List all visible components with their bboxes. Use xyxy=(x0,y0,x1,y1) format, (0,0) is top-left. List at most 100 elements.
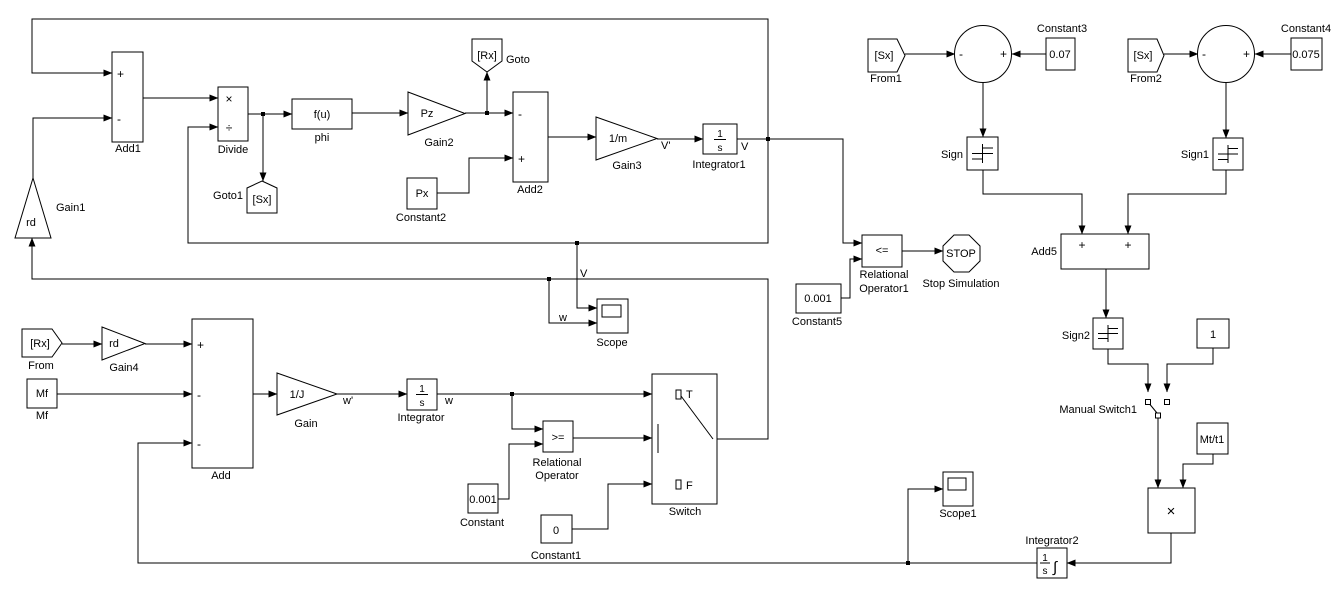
block-gain2[interactable]: Pz Gain2 xyxy=(407,91,467,149)
block-integrator[interactable]: 1 s Integrator xyxy=(397,378,445,424)
gain1-triangle xyxy=(14,176,52,239)
from2-tag-text: [Sx] xyxy=(1134,50,1153,62)
constant1-label: Constant1 xyxy=(531,550,581,562)
block-gain[interactable]: 1/J Gain xyxy=(276,372,339,430)
relop-label-line2: Operator xyxy=(535,470,579,482)
junction-dots xyxy=(261,111,910,565)
from1-label: From1 xyxy=(870,73,902,85)
add5-body xyxy=(1060,233,1150,270)
block-sum-a[interactable]: - + xyxy=(954,25,1012,83)
signal-label-v: V xyxy=(741,141,749,153)
integrator1-label: Integrator1 xyxy=(692,159,745,171)
block-gain4[interactable]: rd Gain4 xyxy=(101,326,147,374)
divide-symbol-divide: ÷ xyxy=(226,121,233,135)
wire-sign2-to-switch xyxy=(1107,349,1152,393)
relop-label-line1: Relational xyxy=(533,457,582,469)
add1-sign-bottom: - xyxy=(117,112,121,126)
constant5-value: 0.001 xyxy=(804,293,832,305)
sum-b-circle xyxy=(1197,25,1255,83)
block-relational-operator1[interactable]: <= Relational Operator1 xyxy=(859,234,909,295)
block-sign[interactable]: Sign xyxy=(941,136,999,171)
integrator1-numerator: 1 xyxy=(717,129,723,140)
block-constant1[interactable]: 0 Constant1 xyxy=(531,514,581,562)
goto1-tag-shape xyxy=(246,180,278,214)
block-gain1[interactable]: rd Gain1 xyxy=(14,176,85,239)
block-add5[interactable]: + + Add5 xyxy=(1031,233,1150,270)
sum-b-sign-left: - xyxy=(1202,47,1206,61)
integrator2-integral-icon: ∫ xyxy=(1052,559,1059,576)
wire-branch-to-scope1 xyxy=(907,485,944,563)
wire-one-to-switch xyxy=(1163,348,1214,393)
block-phi[interactable]: f(u) phi xyxy=(291,98,353,144)
wire-w-to-relop xyxy=(511,394,544,433)
block-constant4[interactable]: 0.075 Constant4 xyxy=(1281,23,1331,71)
block-product[interactable]: × xyxy=(1147,487,1196,534)
block-integrator1[interactable]: 1 s Integrator1 xyxy=(692,123,746,171)
divide-symbol-multiply: × xyxy=(225,92,232,106)
sign2-icon xyxy=(1098,325,1118,342)
block-goto1[interactable]: [Sx] Goto1 xyxy=(213,180,278,214)
block-switch[interactable]: T F Switch xyxy=(651,373,718,518)
wire-constant1-to-switch-f xyxy=(572,480,653,530)
wire-switch-to-gain1 xyxy=(28,237,769,440)
block-constant-one[interactable]: 1 xyxy=(1196,318,1230,349)
block-scope[interactable]: Scope xyxy=(596,298,629,349)
from2-label: From2 xyxy=(1130,73,1162,85)
gain2-label: Gain2 xyxy=(424,137,453,149)
relop1-operator: <= xyxy=(876,245,889,257)
block-from[interactable]: [Rx] From xyxy=(21,328,63,372)
constant1-value: 0 xyxy=(553,525,559,537)
signal-label-w-scope: w xyxy=(558,312,567,324)
block-scope1[interactable]: Scope1 xyxy=(939,471,977,520)
constant4-body xyxy=(1290,37,1323,71)
add1-label: Add1 xyxy=(115,143,141,155)
block-mf[interactable]: Mf Mf xyxy=(26,378,58,422)
block-from2[interactable]: [Sx] From2 xyxy=(1127,38,1165,85)
block-manual-switch1[interactable]: Manual Switch1 xyxy=(1059,399,1170,419)
block-sign2[interactable]: Sign2 xyxy=(1062,317,1124,350)
integrator2-denominator: s xyxy=(1043,566,1048,577)
block-sum-b[interactable]: - + xyxy=(1197,25,1255,83)
integrator-label: Integrator xyxy=(397,412,444,424)
block-divide[interactable]: × ÷ Divide xyxy=(217,86,249,156)
block-add2[interactable]: - + Add2 xyxy=(512,91,549,196)
product-symbol: × xyxy=(1167,503,1176,520)
block-mt-t1[interactable]: Mt/t1 xyxy=(1196,422,1229,455)
add-sign-3: - xyxy=(197,437,201,451)
gain3-label: Gain3 xyxy=(612,160,641,172)
gain4-value: rd xyxy=(109,338,119,350)
wire-constant5-to-relop1 xyxy=(841,255,863,299)
block-add1[interactable]: + - Add1 xyxy=(111,51,144,155)
constant-one-body xyxy=(1196,318,1230,349)
add-label: Add xyxy=(211,470,231,482)
block-constant3[interactable]: 0.07 Constant3 xyxy=(1037,23,1087,71)
wire-v-feedback-to-divide xyxy=(187,123,769,244)
signal-label-v-dot: V' xyxy=(661,140,670,152)
block-from1[interactable]: [Sx] From1 xyxy=(867,38,906,85)
relop1-body xyxy=(861,234,903,268)
block-stop-simulation[interactable]: STOP Stop Simulation xyxy=(922,234,1000,290)
wire-integrator1-to-relop1 xyxy=(737,138,863,247)
sum-a-sign-right: + xyxy=(1000,47,1007,61)
block-gain3[interactable]: 1/m Gain3 xyxy=(595,116,659,172)
block-constant2[interactable]: Px Constant2 xyxy=(396,177,446,224)
scope-label: Scope xyxy=(596,337,627,349)
block-goto[interactable]: [Rx] Goto xyxy=(471,38,530,73)
mf-value: Mf xyxy=(36,388,49,400)
sum-a-sign-left: - xyxy=(959,47,963,61)
block-constant5[interactable]: 0.001 Constant5 xyxy=(792,283,842,328)
constant-value: 0.001 xyxy=(469,494,497,506)
from-label: From xyxy=(28,360,54,372)
switch-false-port xyxy=(675,479,682,490)
wire-sign1-to-add5 xyxy=(1124,170,1227,235)
relop-body xyxy=(542,420,574,453)
block-relational-operator[interactable]: >= Relational Operator xyxy=(533,420,582,482)
block-constant[interactable]: 0.001 Constant xyxy=(460,483,504,529)
block-add[interactable]: + - - Add xyxy=(191,318,254,482)
sign1-label: Sign1 xyxy=(1181,149,1209,161)
block-integrator2[interactable]: 1 s ∫ Integrator2 xyxy=(1025,535,1079,579)
manual-switch1-port-right xyxy=(1164,399,1170,405)
goto-label: Goto xyxy=(506,54,530,66)
constant5-body xyxy=(795,283,842,314)
block-sign1[interactable]: Sign1 xyxy=(1181,137,1244,171)
